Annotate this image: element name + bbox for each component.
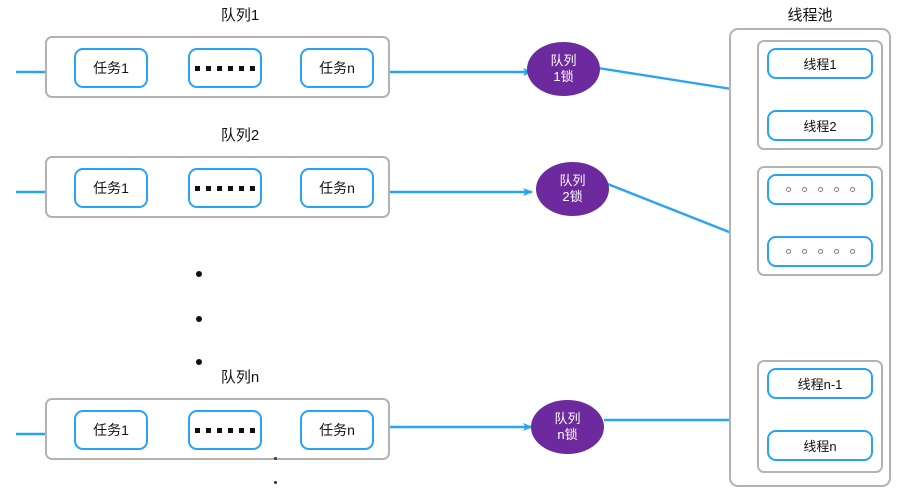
queue-1-task-ellipsis xyxy=(188,48,262,88)
queue-n-task-n[interactable]: 任务n xyxy=(300,410,374,450)
queue-2-lock[interactable]: 队列 2锁 xyxy=(536,162,609,216)
queue-n-task-1[interactable]: 任务1 xyxy=(74,410,148,450)
lock-n-line-2: n锁 xyxy=(557,427,578,442)
lock-2-line-2: 2锁 xyxy=(562,189,583,204)
queue-trailing-dot-2 xyxy=(274,481,277,484)
queue-1-title: 队列1 xyxy=(220,7,260,24)
queue-n-title: 队列n xyxy=(220,369,260,386)
thread-2[interactable]: 线程2 xyxy=(767,110,873,141)
queue-2-title: 队列2 xyxy=(220,127,260,144)
lock-2-line-1: 队列 xyxy=(559,173,586,188)
queue-1-lock[interactable]: 队列 1锁 xyxy=(527,42,600,96)
queue-2-task-1[interactable]: 任务1 xyxy=(74,168,148,208)
queue-2-task-n[interactable]: 任务n xyxy=(300,168,374,208)
lock-n-line-1: 队列 xyxy=(554,411,581,426)
thread-n[interactable]: 线程n xyxy=(767,430,873,461)
thread-1[interactable]: 线程1 xyxy=(767,48,873,79)
queue-n-lock[interactable]: 队列 n锁 xyxy=(531,400,604,454)
queue-1-task-n[interactable]: 任务n xyxy=(300,48,374,88)
queue-1-task-1[interactable]: 任务1 xyxy=(74,48,148,88)
queue-n-task-ellipsis xyxy=(188,410,262,450)
queue-vertical-ellipsis-dot-1 xyxy=(196,271,202,277)
queue-trailing-dot-1 xyxy=(274,457,277,460)
queue-2-task-ellipsis xyxy=(188,168,262,208)
thread-ellipsis-2 xyxy=(767,236,873,267)
thread-n-minus-1[interactable]: 线程n-1 xyxy=(767,368,873,399)
queue-vertical-ellipsis-dot-2 xyxy=(196,316,202,322)
lock-1-line-1: 队列 xyxy=(550,53,577,68)
lock-1-line-2: 1锁 xyxy=(553,69,574,84)
queue-vertical-ellipsis-dot-3 xyxy=(196,359,202,365)
thread-ellipsis-1 xyxy=(767,174,873,205)
thread-pool-title: 线程池 xyxy=(787,7,833,24)
